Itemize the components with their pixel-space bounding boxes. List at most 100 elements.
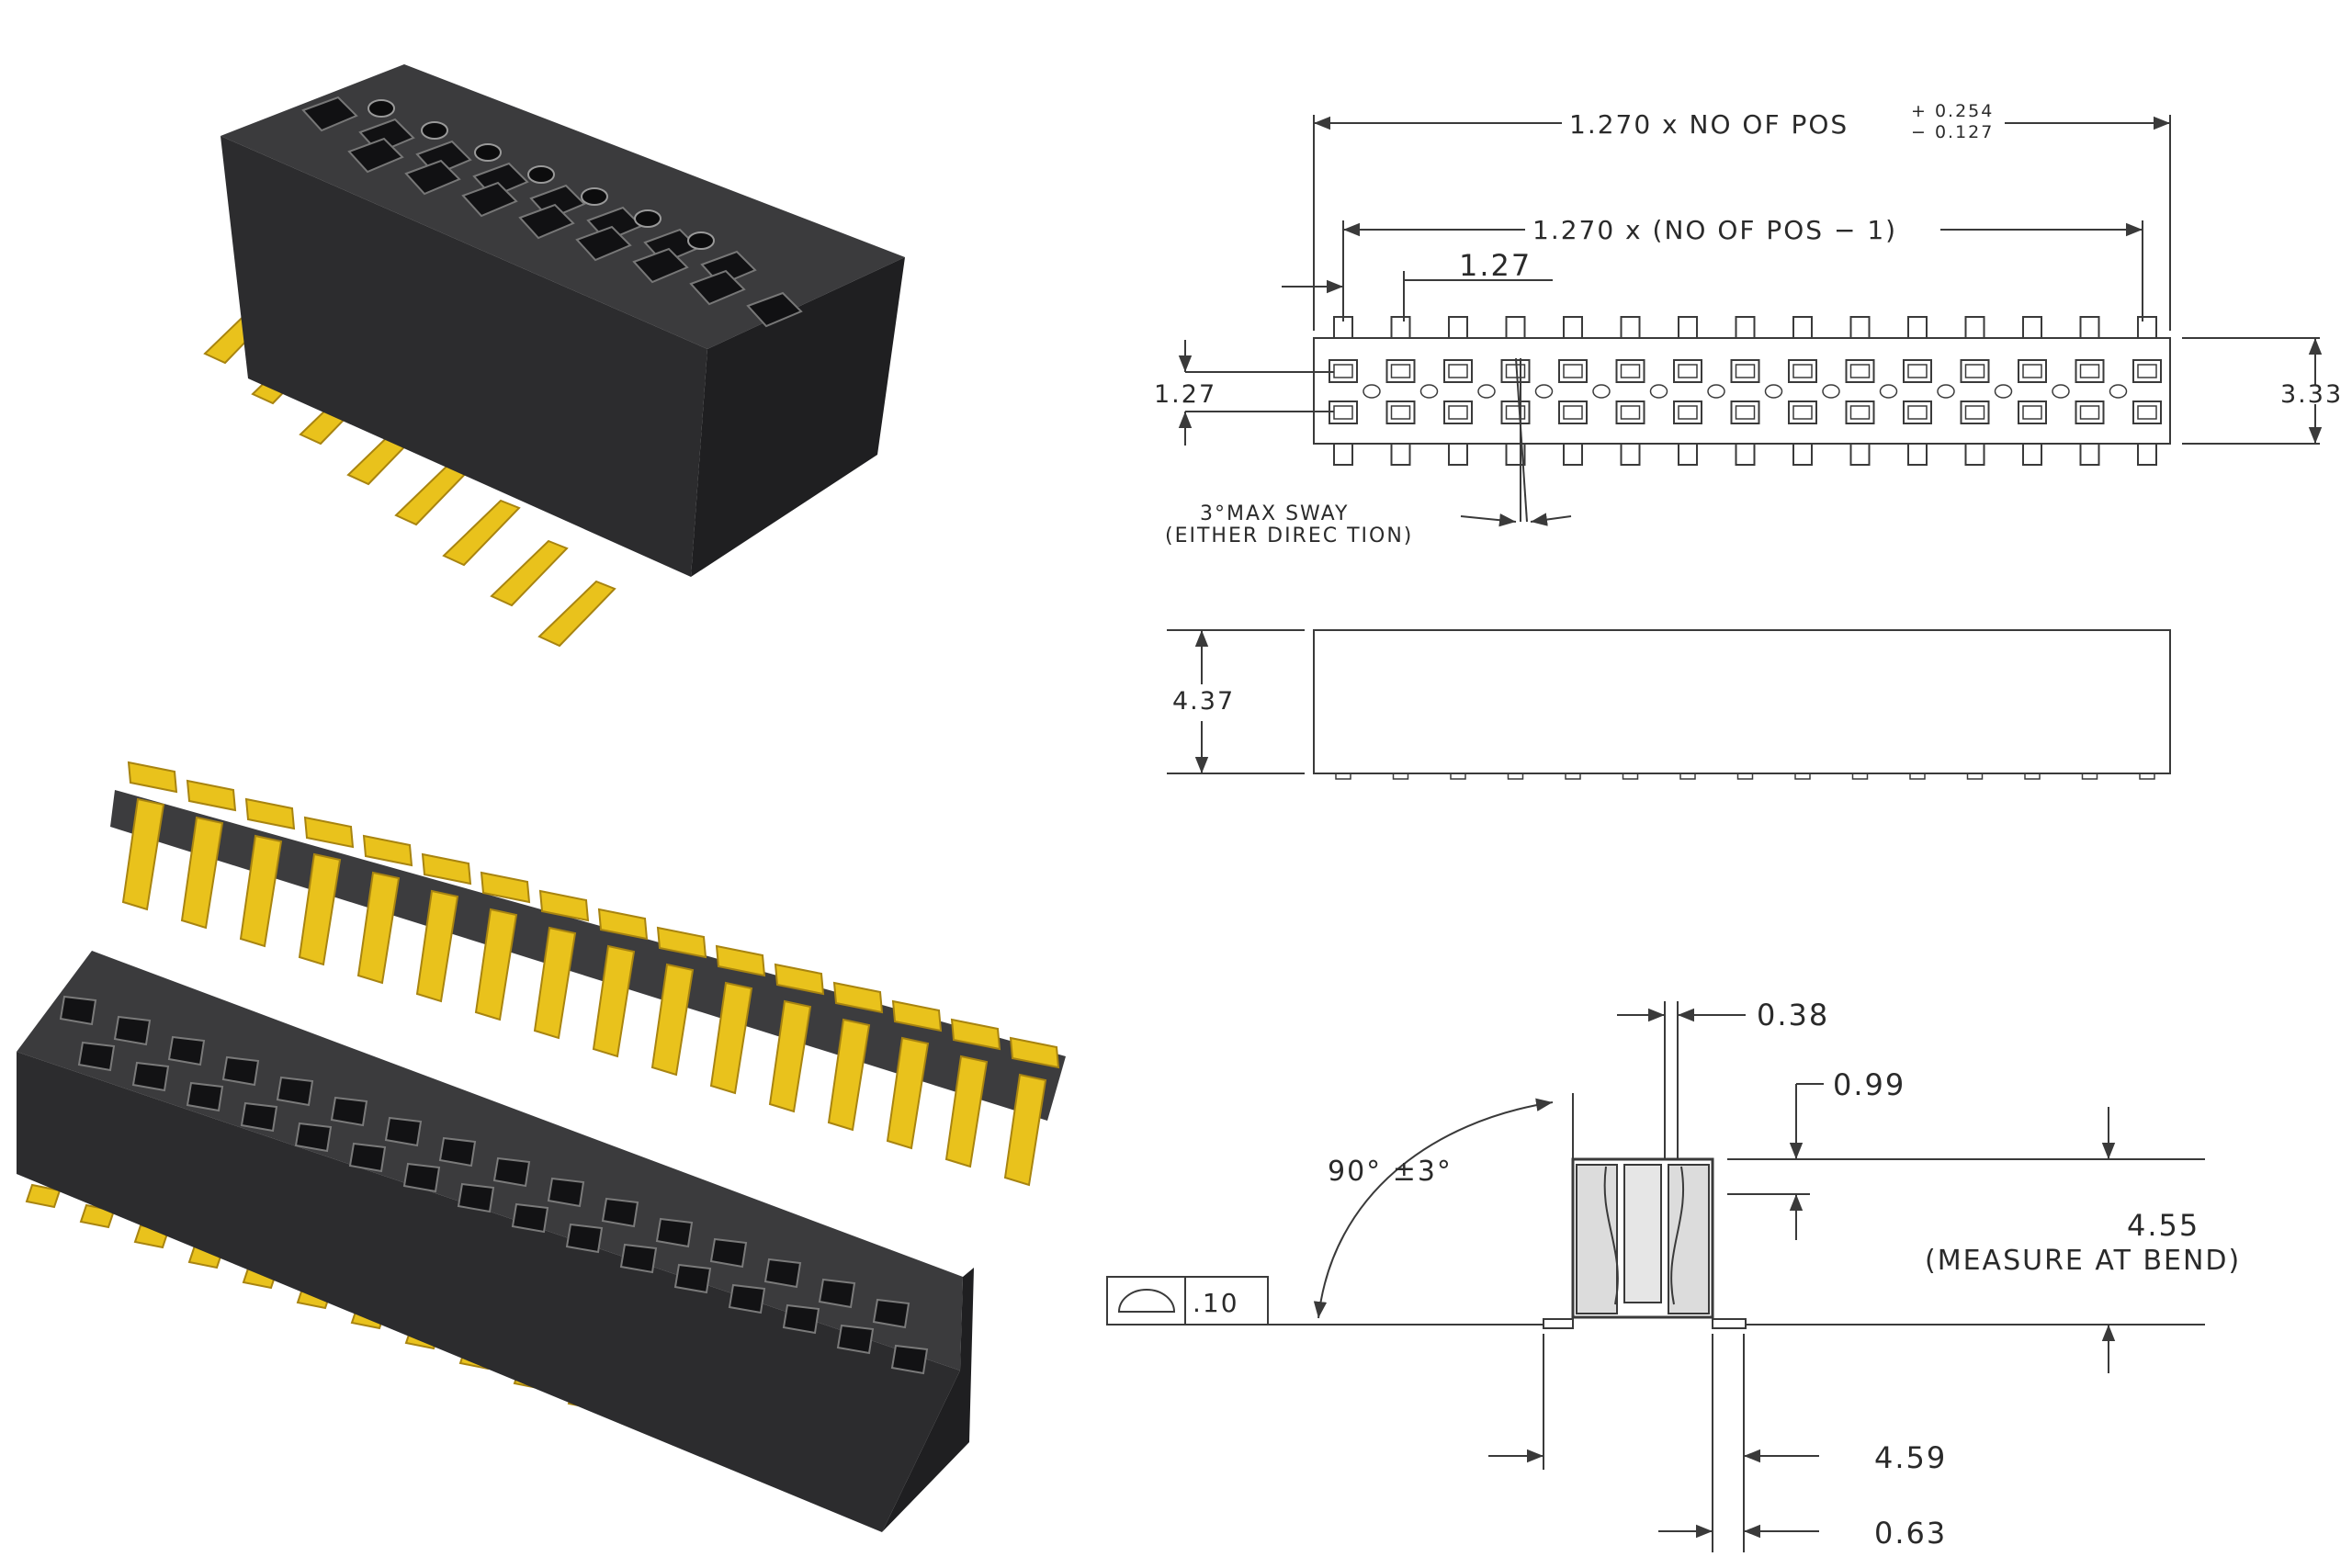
top-view-drawing <box>1178 115 2323 527</box>
contact-inner <box>1333 364 1353 378</box>
pin-tail-bottom <box>1907 443 1928 466</box>
contact-row-2 <box>1730 400 1760 424</box>
pin-tail-bottom <box>1620 443 1641 466</box>
side-pin <box>1450 773 1466 780</box>
header-pin-tail <box>715 944 766 977</box>
header-body <box>110 790 1066 1121</box>
contact-inner <box>1964 405 1985 420</box>
side-pin <box>1565 773 1581 780</box>
socket-cavity <box>77 1041 116 1072</box>
side-pin <box>2081 773 2098 780</box>
contact-inner <box>1563 364 1583 378</box>
header-pin <box>944 1055 989 1168</box>
pin-tail-bottom <box>1390 443 1411 466</box>
socket-cavity <box>632 247 689 284</box>
pin-hole <box>1477 384 1496 399</box>
pin-hole <box>368 99 395 118</box>
pin-hole <box>1592 384 1611 399</box>
header-pin-tail <box>127 761 178 794</box>
header-pin <box>827 1018 871 1132</box>
gold-pin <box>537 580 616 648</box>
pitch-label: 1.27 <box>1459 248 1532 283</box>
pin-tail-top <box>1505 316 1526 339</box>
pin-tail-bottom <box>1678 443 1698 466</box>
contact-inner <box>1505 364 1526 378</box>
socket-cavity <box>438 1136 477 1168</box>
flatness-frame <box>1106 1276 1269 1325</box>
side-pin <box>1392 773 1409 780</box>
contact-inner <box>1505 405 1526 420</box>
socket-cavity <box>186 1081 224 1112</box>
socket-cavity <box>404 159 461 196</box>
pin-hole <box>1363 384 1381 399</box>
pin-tail-bottom <box>1849 443 1871 466</box>
long-housing-side <box>882 1268 974 1532</box>
socket-cavity <box>890 1344 929 1375</box>
section-housing <box>1571 1157 1714 1319</box>
height-label: 4.37 <box>1172 687 1235 716</box>
header-pin-tail <box>538 889 590 922</box>
contact-row-2 <box>1960 400 1990 424</box>
dim-063-label: 0.63 <box>1874 1516 1947 1551</box>
pin-hole <box>474 143 502 162</box>
contact-inner <box>1849 405 1871 420</box>
contact-row-1 <box>1730 359 1760 383</box>
socket-cavity <box>511 1202 549 1234</box>
socket-cavity <box>575 225 632 262</box>
header-pin-tail <box>950 1018 1001 1051</box>
side-view-pins <box>1335 773 2155 780</box>
pin-tail-bottom <box>2137 443 2157 466</box>
socket-cavity <box>818 1278 856 1309</box>
pin-tail-bottom <box>1964 443 1985 466</box>
socket-cavity <box>276 1076 314 1107</box>
contact-inner <box>1620 405 1641 420</box>
contact-inner <box>1390 364 1411 378</box>
top-view-labels: 1.270 x NO OF POS + 0.254 − 0.127 1.270 … <box>1154 101 2341 547</box>
header-pin-tail <box>186 779 237 812</box>
contact-inner <box>1333 405 1353 420</box>
pin-tail-top <box>1907 316 1928 339</box>
pin-tail-bottom <box>1333 443 1353 466</box>
contact-inner <box>2022 405 2042 420</box>
side-pin <box>1851 773 1869 780</box>
contact-row-2 <box>1903 400 1932 424</box>
dim-038-label: 0.38 <box>1757 998 1829 1032</box>
header-pin-tail <box>480 871 531 904</box>
side-pin <box>1794 773 1811 780</box>
overall-length-label: 1.270 x NO OF POS <box>1569 109 1849 140</box>
long-housing-cavities <box>59 995 929 1375</box>
side-view-housing <box>1313 629 2171 774</box>
socket-cavity <box>221 1055 260 1087</box>
header-pin-tail <box>362 834 413 867</box>
socket-cavity <box>457 1182 495 1213</box>
contact-row-1 <box>2018 359 2047 383</box>
contact-row-1 <box>1960 359 1990 383</box>
top-view-housing <box>1313 337 2171 445</box>
pin-tail-top <box>1448 316 1468 339</box>
contact-inner <box>1792 405 1813 420</box>
pin-tail-bottom <box>1735 443 1756 466</box>
socket-cavity <box>348 1142 387 1173</box>
socket-cavity <box>872 1298 910 1329</box>
pin-hole <box>527 165 555 184</box>
socket-cavity <box>131 1061 170 1092</box>
top-view-pins <box>1329 316 2162 466</box>
socket-cavity <box>673 1263 712 1294</box>
pin-hole <box>2052 384 2070 399</box>
contact-row-1 <box>2132 359 2162 383</box>
socket-cavity <box>689 269 746 306</box>
header-pin <box>356 871 401 985</box>
pin-tail-top <box>1390 316 1411 339</box>
contact-inner <box>1678 364 1698 378</box>
header-pin <box>180 816 224 930</box>
pin-hole <box>634 209 662 228</box>
socket-cavity <box>763 1258 802 1289</box>
side-pin <box>1966 773 1984 780</box>
pin-hole <box>1764 384 1783 399</box>
header-pin-tail <box>656 926 707 959</box>
contact-inner <box>1678 405 1698 420</box>
socket-cavity <box>167 1035 206 1066</box>
contact-row-2 <box>1500 400 1531 424</box>
contact-row-2 <box>1385 400 1416 424</box>
contact-row-2 <box>1558 400 1588 424</box>
